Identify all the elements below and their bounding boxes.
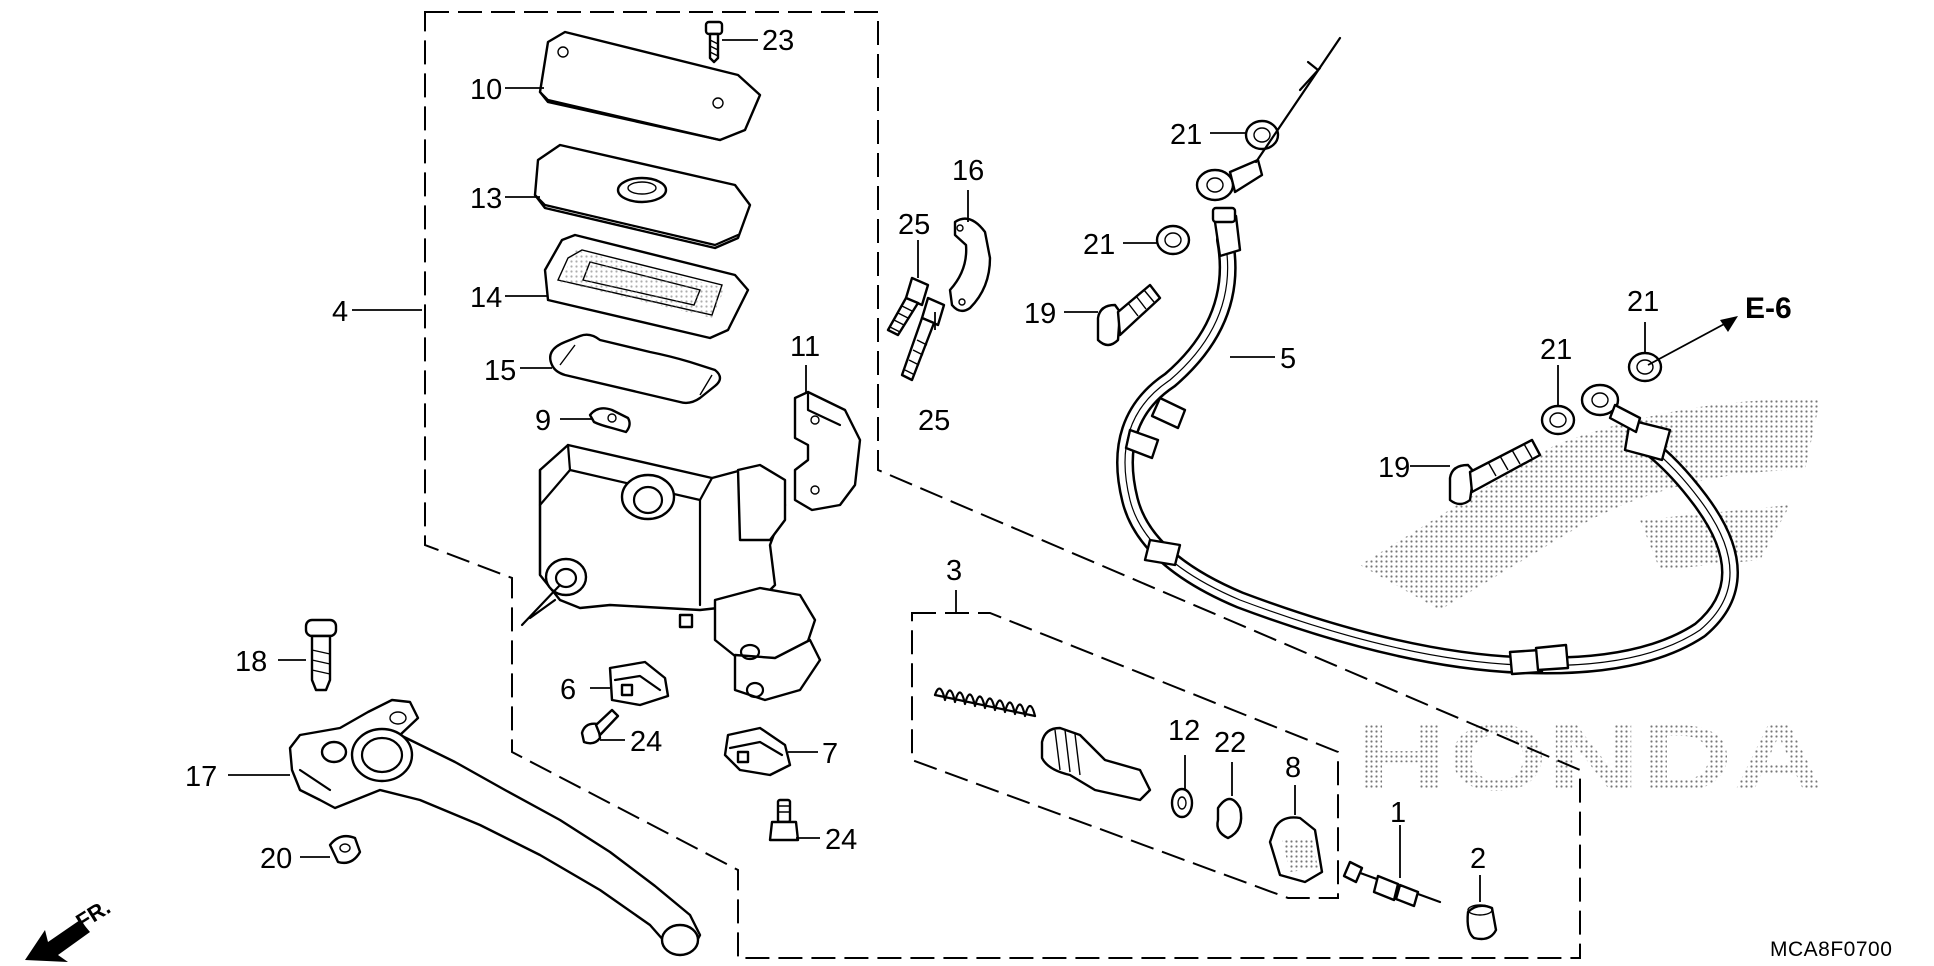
brake-hose	[1116, 206, 1739, 676]
callout-label: 7	[822, 738, 838, 770]
callout-label: 2	[1470, 843, 1486, 875]
callout-label: 24	[825, 824, 857, 856]
diaphragm	[543, 233, 750, 340]
screw-24-upper	[580, 708, 620, 745]
lower-washer-21b	[1540, 404, 1576, 436]
holder-bolt-lower	[900, 296, 946, 382]
upper-washer-21b	[1155, 224, 1191, 256]
callout-label: 25	[918, 405, 950, 437]
lower-banjo-bolt-19	[1448, 438, 1542, 506]
callout-label: 24	[630, 726, 662, 758]
upper-banjo-fitting	[1195, 36, 1342, 202]
callout-label: 17	[185, 761, 217, 793]
callout-label: 15	[484, 355, 516, 387]
callout-label: 23	[762, 25, 794, 57]
callout-label: 14	[470, 282, 502, 314]
reference-pointer-e6: E-6	[1647, 292, 1792, 366]
dust-boot	[948, 217, 992, 313]
switch-7	[723, 726, 792, 777]
circlip-22	[1216, 797, 1243, 840]
callout-label: 12	[1168, 715, 1200, 747]
callout-label: 11	[790, 331, 820, 363]
upper-banjo-bolt-19	[1096, 283, 1162, 347]
assembly-4-boundary	[424, 11, 1581, 959]
piston	[1040, 726, 1152, 802]
callout-label: 19	[1378, 452, 1410, 484]
master-cylinder-body	[520, 443, 822, 702]
callout-label: 22	[1214, 727, 1246, 759]
callout-label: 21	[1540, 334, 1572, 366]
callout-label: 16	[952, 155, 984, 187]
callout-label: 3	[946, 555, 962, 587]
honda-watermark: HONDA	[1355, 399, 1825, 810]
diaphragm-plate	[533, 143, 752, 250]
callout-label: 5	[1280, 343, 1296, 375]
callout-label: 10	[470, 74, 502, 106]
reservoir-cap	[538, 30, 762, 142]
holder	[793, 390, 862, 512]
piston-spring	[933, 687, 1037, 718]
screw-24-lower	[768, 798, 800, 842]
switch-6	[608, 660, 670, 707]
reference-label: E-6	[1745, 292, 1792, 325]
callout-label: 8	[1285, 752, 1301, 784]
lower-banjo-fitting	[1580, 383, 1642, 434]
front-direction-indicator: FR.	[25, 894, 115, 962]
watermark-text: HONDA	[1355, 705, 1825, 810]
lever-nut-20	[328, 834, 362, 865]
callout-label: 13	[470, 183, 502, 215]
cap-screw	[704, 20, 724, 64]
callout-label: 6	[560, 674, 576, 706]
boot-clip	[588, 407, 631, 434]
callout-label: 21	[1083, 229, 1115, 261]
push-rod-1	[1342, 860, 1442, 908]
brake-lever	[288, 698, 702, 957]
callout-label: 4	[332, 296, 348, 328]
callout-label: 21	[1170, 119, 1202, 151]
boot-8	[1268, 816, 1324, 884]
lever-pivot-bolt-18	[304, 618, 338, 692]
diagram-code: MCA8F0700	[1770, 938, 1892, 961]
diaphragm-plate-ring	[548, 333, 722, 405]
callout-label: 1	[1390, 797, 1406, 829]
lower-washer-21a	[1627, 351, 1663, 383]
leader-lines	[228, 39, 1646, 902]
callout-label: 19	[1024, 298, 1056, 330]
callout-label: 20	[260, 843, 292, 875]
callout-label: 21	[1627, 286, 1659, 318]
callout-label: 18	[235, 646, 267, 678]
callout-label: 9	[535, 405, 551, 437]
callout-label: 25	[898, 209, 930, 241]
washer-12	[1170, 787, 1194, 819]
assembly-3-boundary	[911, 612, 1339, 899]
holder-bolt-upper	[886, 276, 930, 337]
cap-2	[1466, 904, 1498, 941]
callout-numbers: 23 10 13 14 15 4 9 16 25 25 11 21 21 19 …	[185, 25, 1659, 875]
